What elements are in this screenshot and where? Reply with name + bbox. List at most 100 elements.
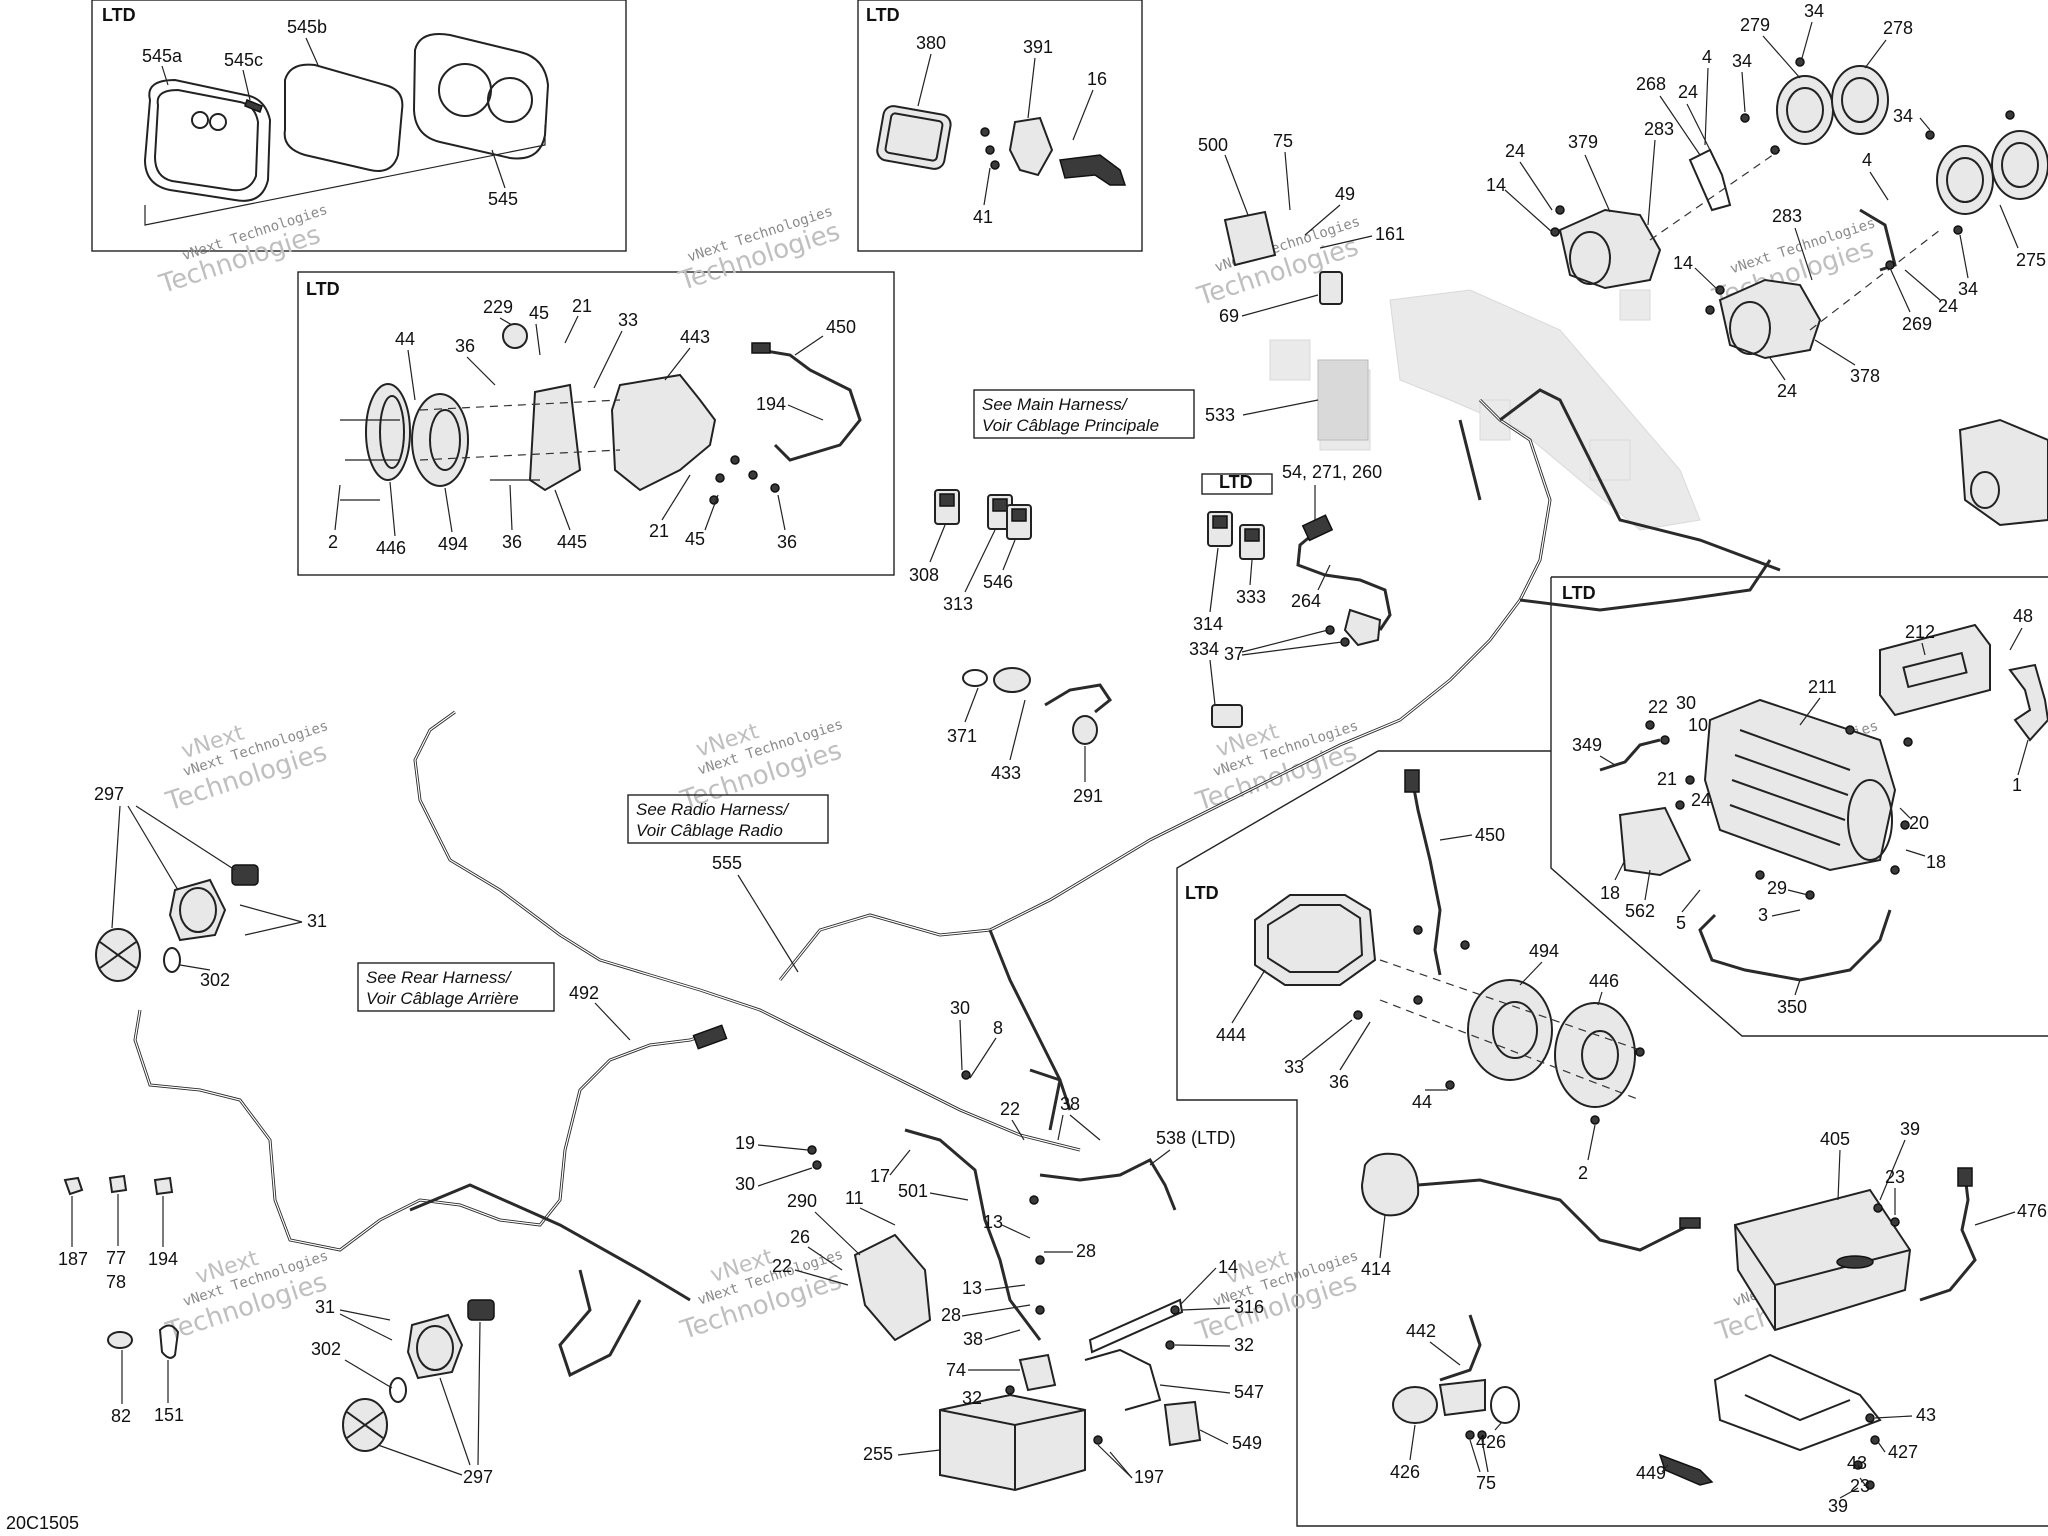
callout: 3 bbox=[1758, 905, 1768, 925]
callout: 34 bbox=[1804, 1, 1824, 21]
hook-1 bbox=[2008, 663, 2048, 742]
gps-harness-16 bbox=[1059, 154, 1127, 186]
rear-speaker-grille-446 bbox=[1554, 1002, 1636, 1108]
gps-group: LTD bbox=[866, 5, 1127, 186]
callout: 302 bbox=[311, 1339, 341, 1359]
callout: 494 bbox=[1529, 941, 1559, 961]
callout: 8 bbox=[993, 1018, 1003, 1038]
callout: 24 bbox=[1678, 82, 1698, 102]
callout: 211 bbox=[1808, 677, 1837, 697]
harness-476 bbox=[1919, 1174, 1977, 1302]
cable-349 bbox=[1599, 738, 1661, 772]
callout: 291 bbox=[1073, 786, 1103, 806]
amplifier-group bbox=[1658, 1167, 1977, 1490]
note-main-harness-line2: Voir Câblage Principale bbox=[982, 416, 1159, 435]
relay-500 bbox=[1223, 210, 1277, 267]
clip-187 bbox=[63, 1176, 84, 1196]
gauge-screw-545c bbox=[244, 99, 263, 113]
callout: 297 bbox=[94, 784, 124, 804]
socket-harness-264 bbox=[1296, 528, 1392, 631]
callout: 26 bbox=[790, 1227, 810, 1247]
callout: 37 bbox=[1224, 644, 1244, 664]
callout: 545 bbox=[488, 189, 518, 209]
callout: 45 bbox=[685, 529, 705, 549]
callout: 36 bbox=[1329, 1072, 1349, 1092]
headlamp-assembly-group bbox=[1550, 57, 2048, 527]
callout: 449 bbox=[1636, 1463, 1666, 1483]
callout: 549 bbox=[1232, 1433, 1262, 1453]
callout: 545a bbox=[142, 46, 183, 66]
callout: 308 bbox=[909, 565, 939, 585]
callout: 197 bbox=[1134, 1467, 1164, 1487]
battery-group bbox=[807, 1070, 1202, 1492]
callout: 14 bbox=[1486, 175, 1506, 195]
callout: 450 bbox=[1475, 825, 1505, 845]
frame-switches bbox=[1201, 473, 1273, 495]
callout: 24 bbox=[1505, 141, 1525, 161]
callout: 446 bbox=[376, 538, 406, 558]
callout: 44 bbox=[395, 329, 415, 349]
ring-426b bbox=[1490, 1386, 1520, 1424]
callout: 194 bbox=[148, 1249, 178, 1269]
callout: 445 bbox=[557, 532, 587, 552]
ring-279 bbox=[1776, 75, 1834, 145]
callout: 4 bbox=[1702, 47, 1712, 67]
rear-speaker-harness-450 bbox=[1410, 777, 1442, 976]
callout: 314 bbox=[1193, 614, 1223, 634]
callout: 212 bbox=[1905, 622, 1935, 642]
callout: 22 bbox=[772, 1256, 792, 1276]
callout: 30 bbox=[1676, 693, 1696, 713]
ecm-290 bbox=[853, 1233, 932, 1342]
callout: 391 bbox=[1023, 37, 1053, 57]
callout: 444 bbox=[1216, 1025, 1246, 1045]
callout: 17 bbox=[870, 1166, 890, 1186]
callout: 30 bbox=[950, 998, 970, 1018]
rear-speaker-group: LTD bbox=[1185, 769, 1645, 1125]
callout: 36 bbox=[502, 532, 522, 552]
bulb-302 bbox=[163, 947, 181, 973]
callout: 34 bbox=[1958, 279, 1978, 299]
socket-297 bbox=[231, 864, 259, 886]
callout: 283 bbox=[1644, 119, 1674, 139]
callout: 538 (LTD) bbox=[1156, 1128, 1236, 1148]
callout: 18 bbox=[1926, 852, 1946, 872]
callout: 34 bbox=[1732, 51, 1752, 71]
callout: 82 bbox=[111, 1406, 131, 1426]
callout: 316 bbox=[1234, 1297, 1264, 1317]
speaker-adapter-445 bbox=[528, 383, 582, 492]
callout: 44 bbox=[1412, 1092, 1432, 1112]
callout: 4 bbox=[1862, 150, 1872, 170]
callout: 313 bbox=[943, 594, 973, 614]
ring-278 bbox=[1831, 65, 1889, 135]
fuse-box-533 bbox=[1317, 359, 1369, 441]
callout: 268 bbox=[1636, 74, 1666, 94]
light-414 bbox=[1360, 1152, 1420, 1217]
callout: 492 bbox=[569, 983, 599, 1003]
callout: 5 bbox=[1676, 913, 1686, 933]
rear-harness-492 bbox=[133, 1009, 728, 1378]
callout: 187 bbox=[58, 1249, 88, 1269]
callout: 494 bbox=[438, 534, 468, 554]
fairlead-212 bbox=[1879, 623, 1991, 717]
callout: 33 bbox=[618, 310, 638, 330]
gauge-cluster-545 bbox=[412, 33, 550, 160]
callout: 161 bbox=[1375, 224, 1405, 244]
callout: 414 bbox=[1361, 1259, 1391, 1279]
gauge-lens-545b bbox=[283, 63, 404, 172]
callout: 350 bbox=[1777, 997, 1807, 1017]
callout: 49 bbox=[1335, 184, 1355, 204]
callout: 32 bbox=[962, 1388, 982, 1408]
contactor-562 bbox=[1618, 806, 1692, 877]
callout: 476 bbox=[2017, 1201, 2047, 1221]
rear-speaker-housing-444 bbox=[1254, 894, 1377, 986]
box-title-gps: LTD bbox=[866, 5, 900, 25]
cable-538 bbox=[1039, 1158, 1177, 1211]
callout: 500 bbox=[1198, 135, 1228, 155]
callout: 31 bbox=[307, 911, 327, 931]
gauge-bezel-545a bbox=[143, 78, 272, 202]
note-radio-harness-line2: Voir Câblage Radio bbox=[636, 821, 783, 840]
callout: 13 bbox=[983, 1212, 1003, 1232]
callout: 28 bbox=[941, 1305, 961, 1325]
gauge-group: LTD bbox=[102, 5, 550, 226]
callout: 433 bbox=[991, 763, 1021, 783]
